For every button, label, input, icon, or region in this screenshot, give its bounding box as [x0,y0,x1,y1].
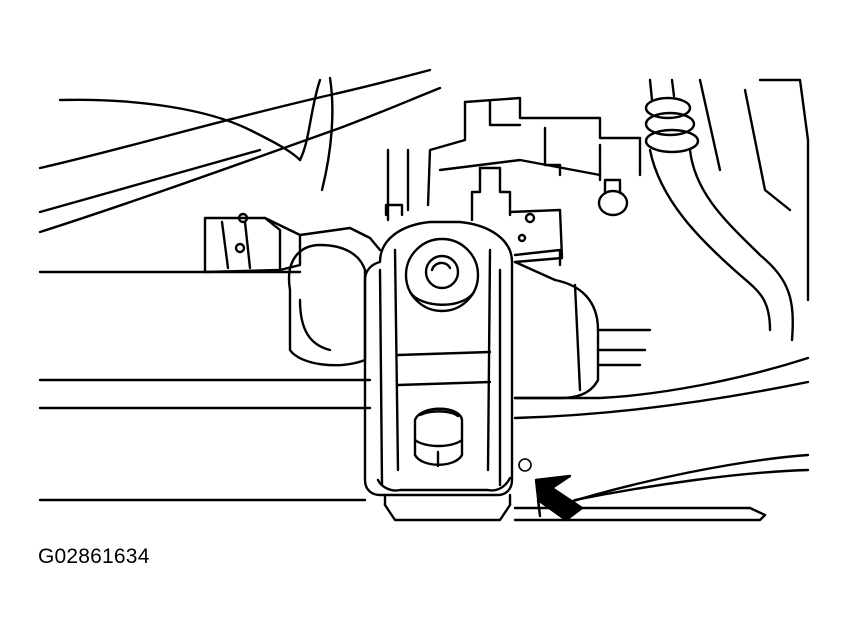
u-bracket [363,220,514,522]
figure-id-label: G02861634 [38,545,150,568]
washer [518,458,532,472]
mount-body [287,226,652,400]
arrow-icon [534,474,584,522]
right-tab [508,208,564,264]
left-bracket [203,212,302,274]
top-stud [384,166,512,222]
upper-nut [404,237,480,313]
lower-bolt [413,407,464,468]
background-hoses [38,68,442,234]
engine-block [386,78,810,302]
crossmember [38,270,810,522]
ribbed-hose [644,78,794,342]
